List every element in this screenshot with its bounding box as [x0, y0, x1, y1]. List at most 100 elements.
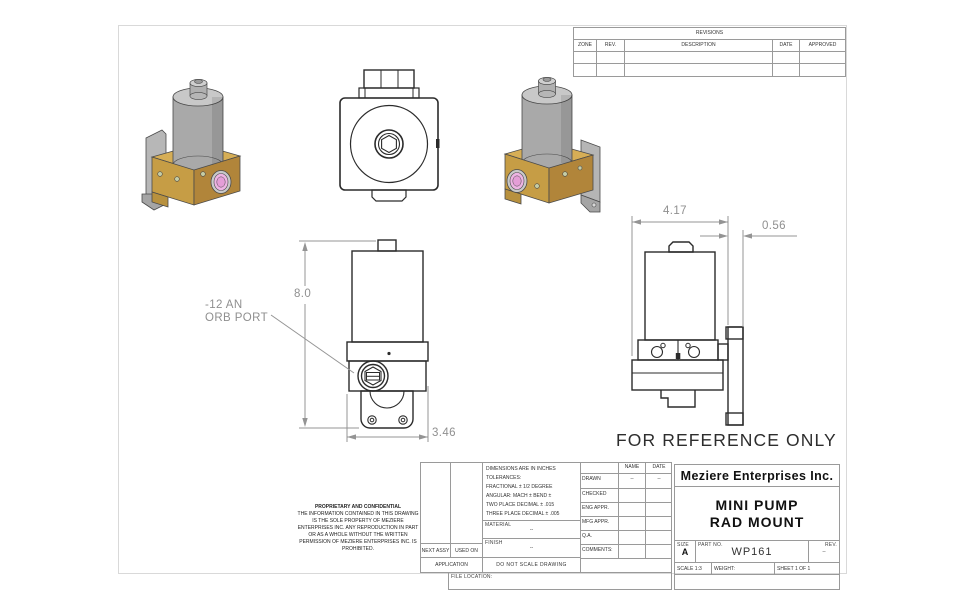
tolerance-line: THREE PLACE DECIMAL ± .005 — [486, 511, 560, 517]
material-label: MATERIAL — [485, 522, 512, 528]
flange — [346, 341, 429, 362]
rev-cell: REV. -- — [808, 540, 840, 563]
dim-width: 3.46 — [432, 427, 456, 439]
part-no-label: PART NO. — [698, 542, 723, 548]
used-on-column — [450, 462, 483, 544]
rev-label: REV. — [824, 542, 837, 548]
side-notch — [436, 139, 440, 148]
terminal — [687, 345, 701, 359]
approvals-date-header: DATE — [645, 462, 672, 474]
screw — [200, 171, 206, 177]
bracket-foot — [580, 194, 601, 213]
motor — [644, 251, 716, 341]
revisions-table: REVISIONS ZONE REV. DESCRIPTION DATE APP… — [573, 27, 846, 77]
drawing-title-line1: MINI PUMP — [715, 496, 799, 513]
foot — [660, 390, 696, 408]
tolerance-line: TOLERANCES: — [486, 475, 522, 481]
tolerance-line: FRACTIONAL ± 1/2 DEGREE — [486, 484, 553, 490]
screw-hole — [398, 415, 408, 425]
application-cell: APPLICATION — [420, 557, 483, 573]
approvals-row-drawn: DRAWN -- -- — [580, 474, 672, 489]
dimension-lines — [270, 216, 797, 442]
motor-cylinder — [172, 96, 224, 168]
orb-port-hex — [364, 366, 382, 386]
file-location-label: FILE LOCATION: — [451, 574, 493, 580]
cap — [377, 239, 397, 252]
size-value: A — [681, 546, 689, 557]
terminal — [650, 345, 664, 359]
screw — [157, 171, 163, 177]
tolerance-line: DIMENSIONS ARE IN INCHES — [486, 466, 556, 472]
part-no-value: WP161 — [731, 545, 773, 558]
revisions-header-date: DATE — [772, 40, 799, 51]
part-no-cell: PART NO. WP161 — [695, 540, 809, 563]
revisions-header-description: DESCRIPTION — [624, 40, 772, 51]
reference-note: FOR REFERENCE ONLY — [616, 430, 837, 450]
port-bore — [216, 176, 226, 188]
company-name: Meziere Enterprises Inc. — [680, 468, 834, 483]
port-outer — [374, 129, 404, 159]
approvals-header-row: NAME DATE — [580, 462, 672, 474]
screw — [562, 171, 568, 177]
dimension-arrows — [302, 219, 752, 440]
tolerance-line: ANGULAR: MACH ± BEND ± — [486, 493, 552, 499]
revisions-empty-row — [574, 64, 845, 76]
motor — [351, 250, 424, 343]
revisions-header-approved: APPROVED — [799, 40, 845, 51]
revisions-header-zone: ZONE — [578, 42, 592, 48]
callout-line2: ORB PORT — [205, 312, 269, 325]
revisions-empty-row — [574, 52, 845, 64]
pump-body — [631, 359, 724, 391]
approvals-name-header: NAME — [618, 462, 645, 474]
dim-height: 8.0 — [294, 288, 312, 300]
callout-line1: -12 AN — [205, 299, 243, 311]
callout-leader — [270, 314, 355, 374]
approvals-row-mfg-appr: MFG APPR. — [580, 517, 672, 531]
pump-body-foot — [151, 191, 169, 208]
dim-plate-offset: 0.56 — [762, 220, 786, 232]
iso-view-left — [141, 79, 242, 211]
drawing-title-line2: RAD MOUNT — [709, 513, 805, 530]
body-circle — [349, 104, 429, 184]
revisions-title: REVISIONS — [574, 28, 845, 40]
mount-plate — [727, 326, 744, 426]
title-block-empty-row — [674, 574, 840, 590]
iso-view-right — [503, 77, 601, 213]
finish-value: -- — [529, 545, 534, 551]
orb-port-callout: -12 AN ORB PORT — [205, 299, 268, 325]
front-view — [346, 239, 429, 429]
size-cell: SIZE A — [674, 540, 696, 563]
file-location-cell: FILE LOCATION: — [448, 572, 672, 590]
proprietary-title: PROPRIETARY AND CONFIDENTIAL — [314, 504, 402, 510]
approvals-table — [580, 462, 672, 573]
tolerance-line: TWO PLACE DECIMAL ± .015 — [486, 502, 555, 508]
screw — [534, 183, 540, 189]
revisions-header-rev: REV. — [596, 40, 624, 51]
port-bore — [512, 175, 522, 187]
next-assy-header: NEXT ASSY — [420, 543, 451, 558]
proprietary-note: PROPRIETARY AND CONFIDENTIAL THE INFORMA… — [296, 504, 420, 553]
cap — [668, 241, 694, 253]
top-view — [339, 69, 440, 202]
size-label: SIZE — [677, 542, 689, 548]
screw — [577, 165, 583, 171]
sheet-border — [118, 25, 847, 574]
mount-bracket — [360, 390, 414, 429]
approvals-row-eng-appr: ENG APPR. — [580, 503, 672, 517]
company-name-cell: Meziere Enterprises Inc. — [674, 464, 840, 487]
approvals-row-checked: CHECKED — [580, 489, 672, 503]
used-on-header: USED ON — [450, 543, 483, 558]
finish-cell: FINISH -- — [482, 538, 581, 558]
drawing-title-cell: MINI PUMP RAD MOUNT — [674, 486, 840, 541]
next-assy-column — [420, 462, 451, 544]
dim-depth: 4.17 — [663, 205, 687, 217]
motor-cylinder — [521, 94, 573, 166]
side-view — [631, 241, 744, 426]
screw-hole — [367, 415, 377, 425]
screw — [174, 176, 180, 182]
bottom-tab — [371, 189, 407, 202]
proprietary-body: THE INFORMATION CONTAINED IN THIS DRAWIN… — [297, 511, 419, 552]
tolerance-block: DIMENSIONS ARE IN INCHES TOLERANCES: FRA… — [482, 462, 581, 521]
port-hex — [381, 134, 397, 154]
